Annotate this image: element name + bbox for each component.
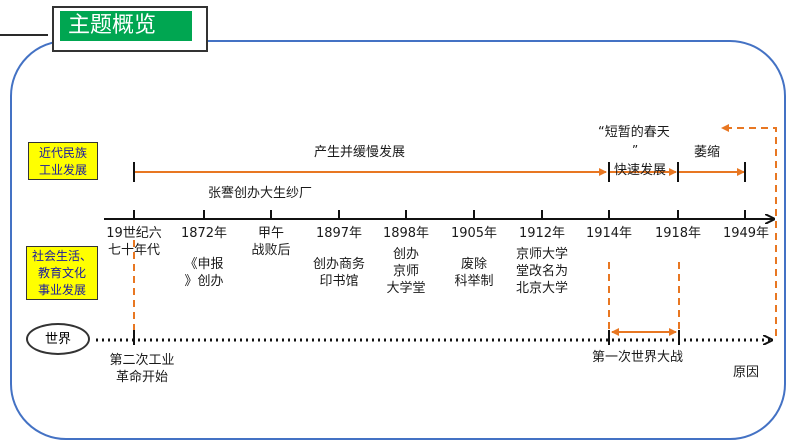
event-label-line: 废除 <box>460 257 487 272</box>
date-label: 1914年 <box>585 226 633 241</box>
world-row-label: 世界 <box>26 323 90 355</box>
date-label-line: 七十年代 <box>107 243 160 258</box>
date-label: 1905年 <box>450 226 498 241</box>
event-label-line: 京师大学 <box>515 247 568 262</box>
event-label-line: 堂改名为 <box>515 264 568 279</box>
date-label: 1898年 <box>382 226 430 241</box>
cause-label: 原因 <box>733 365 760 380</box>
revolution-label-line: 第二次工业 <box>109 353 175 368</box>
revolution-label: 第二次工业 革命开始 <box>102 352 182 386</box>
industry-row-label: 近代民族 工业发展 <box>28 142 98 180</box>
spring-label-line1: “短暂的春天 <box>598 125 670 140</box>
content-panel <box>10 40 786 440</box>
growth-label: 产生并缓慢发展 <box>314 145 406 160</box>
event-label: 京师大学 堂改名为 北京大学 <box>508 246 576 297</box>
event-label: 创办 京师 大学堂 <box>376 246 436 297</box>
event-label: 《申报 》创办 <box>174 256 234 290</box>
society-row-label: 社会生活、 教育文化 事业发展 <box>26 246 98 300</box>
date-label: 1949年 <box>722 226 770 241</box>
date-label: 19世纪六 七十年代 <box>104 225 164 259</box>
date-label: 1912年 <box>518 226 566 241</box>
date-label: 1918年 <box>654 226 702 241</box>
spring-label-line2: ” <box>632 143 639 157</box>
axis-ticks <box>133 210 746 219</box>
date-label-line: 19世纪六 <box>106 226 162 241</box>
event-label-line: 大学堂 <box>386 281 426 296</box>
date-label: 1897年 <box>315 226 363 241</box>
industry-row-label-line: 近代民族 <box>38 146 87 160</box>
zhang-event-label: 张謇创办大生纱厂 <box>208 186 313 201</box>
society-row-label-line: 社会生活、 <box>31 249 92 263</box>
cause-dashed-line <box>721 124 777 336</box>
event-label-line: 北京大学 <box>515 281 568 296</box>
event-label-line: 《申报 <box>184 257 224 272</box>
date-label-line: 甲午 <box>257 226 284 241</box>
date-label: 1872年 <box>180 226 228 241</box>
event-label-line: 》创办 <box>184 274 224 289</box>
event-label: 废除 科举制 <box>444 256 504 290</box>
event-label-line: 创办商务 <box>312 257 365 272</box>
date-label-line: 战败后 <box>251 243 291 258</box>
industry-row-label-line: 工业发展 <box>38 163 87 177</box>
event-label: 创办商务 印书馆 <box>306 256 372 290</box>
decline-label: 萎缩 <box>694 145 721 160</box>
event-label-line: 京师 <box>392 264 419 279</box>
revolution-label-line: 革命开始 <box>115 370 168 385</box>
title-frame: 主题概览 <box>52 6 208 52</box>
header-rule <box>0 34 48 36</box>
page-title: 主题概览 <box>60 11 192 41</box>
event-label-line: 印书馆 <box>319 274 359 289</box>
date-label: 甲午 战败后 <box>241 225 301 259</box>
event-label-line: 科举制 <box>454 274 494 289</box>
ww1-label: 第一次世界大战 <box>592 350 684 365</box>
society-row-label-line: 教育文化 <box>37 266 86 280</box>
event-label-line: 创办 <box>392 247 419 262</box>
fast-label: 快速发展 <box>614 163 667 178</box>
society-row-label-line: 事业发展 <box>37 283 86 297</box>
